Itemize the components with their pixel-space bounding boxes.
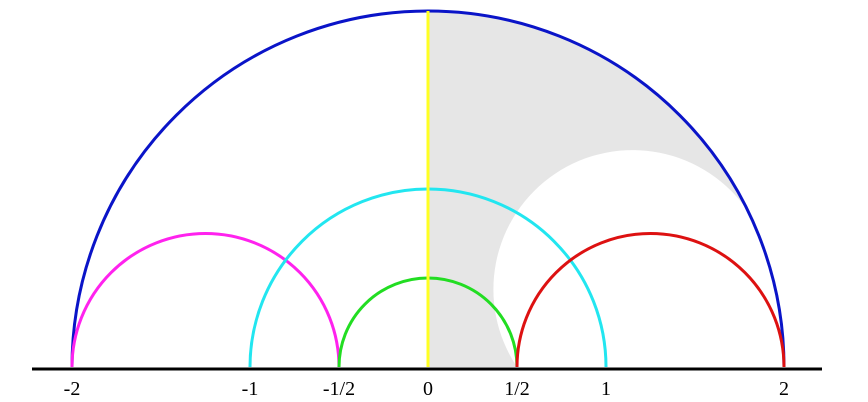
tick-labels: -2 -1 -1/2 0 1/2 1 2 [64,378,789,400]
tick-label: 2 [779,378,789,400]
tick-label: -1/2 [323,378,355,400]
tick-label: 1/2 [504,378,530,400]
arc-red [515,232,786,368]
tick-label: -2 [64,378,81,400]
tick-label: -1 [242,378,259,400]
tick-label: 0 [423,378,433,400]
arc-magenta [70,232,341,368]
tick-label: 1 [601,378,611,400]
shaded-fundamental-region [428,11,749,367]
